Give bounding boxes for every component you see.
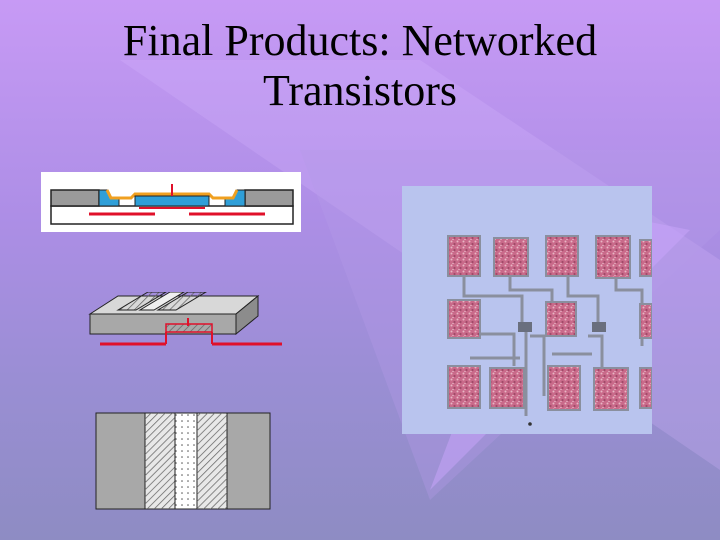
contact-pad bbox=[447, 235, 481, 277]
contact-pad bbox=[545, 235, 579, 277]
transistor-gate bbox=[518, 322, 532, 332]
drain-hatch bbox=[197, 413, 227, 509]
slide-title-line-2: Transistors bbox=[263, 66, 457, 115]
contact-pad bbox=[545, 301, 577, 337]
contact-pad bbox=[595, 235, 631, 279]
substrate-front bbox=[89, 313, 237, 335]
transistor-3d-isometric-diagram bbox=[88, 292, 282, 346]
interconnect-traces bbox=[462, 272, 644, 416]
source-bar bbox=[116, 292, 167, 311]
slide-title: Final Products: Networked Transistors bbox=[60, 16, 660, 116]
contact-pad bbox=[639, 239, 652, 277]
gate-oxide bbox=[134, 195, 210, 207]
contact-pad bbox=[639, 303, 652, 339]
contact-pad bbox=[447, 299, 481, 339]
field-oxide-left bbox=[50, 189, 100, 207]
substrate-side bbox=[235, 294, 259, 336]
gate-dots bbox=[175, 413, 197, 509]
transistor-cross-section-diagram bbox=[41, 172, 301, 232]
contact-pad bbox=[493, 237, 529, 277]
contact-pad bbox=[593, 367, 629, 411]
contact-pad bbox=[639, 367, 652, 409]
gate-bar bbox=[138, 292, 185, 311]
source-hatch bbox=[145, 413, 175, 509]
slide-title-line-1: Final Products: Networked bbox=[122, 16, 598, 65]
networked-transistors-micrograph bbox=[402, 186, 652, 434]
transistor-gate bbox=[592, 322, 606, 332]
contact-pad bbox=[547, 365, 581, 411]
transistor-top-view-diagram bbox=[95, 412, 271, 510]
drain-bar bbox=[156, 292, 207, 311]
contact-pad bbox=[489, 367, 525, 409]
field-oxide-right bbox=[244, 189, 294, 207]
alignment-mark bbox=[528, 422, 532, 426]
contact-pad bbox=[447, 365, 481, 409]
